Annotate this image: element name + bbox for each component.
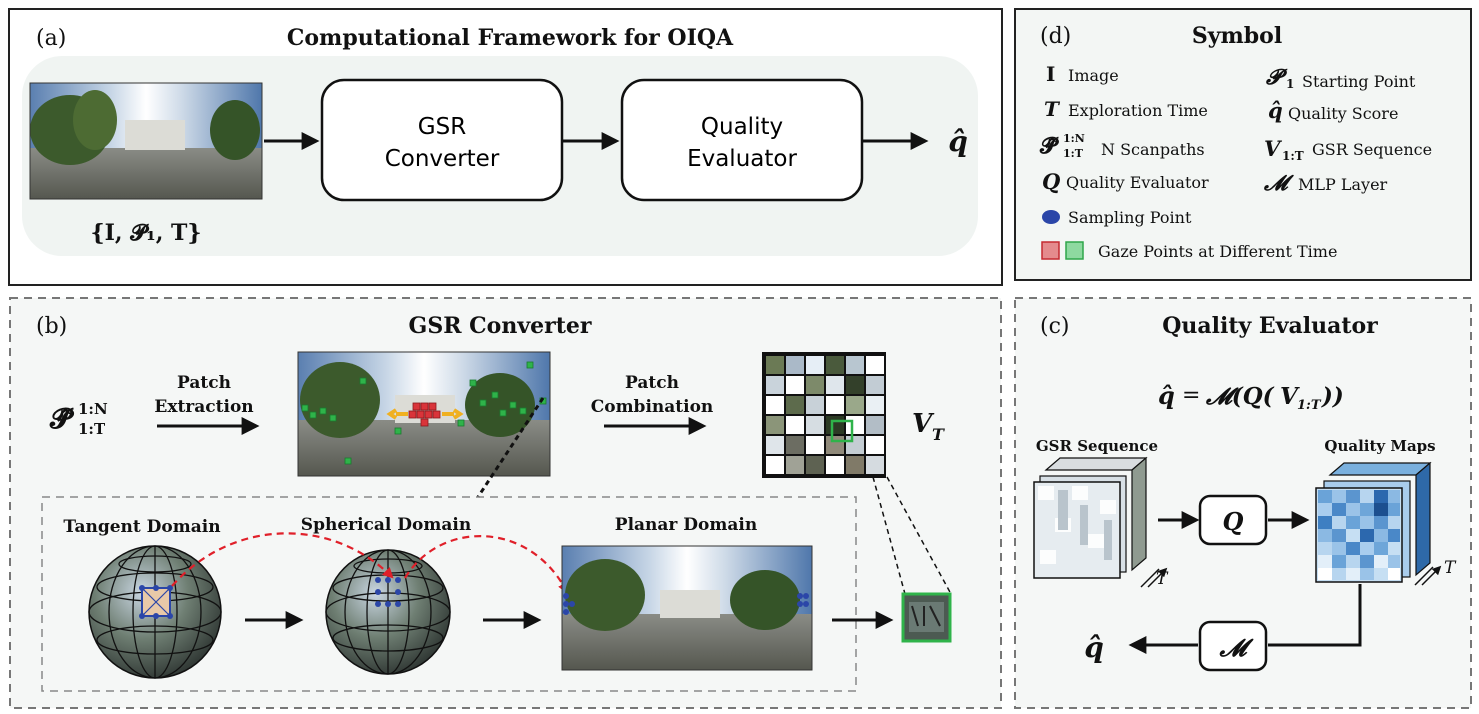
symbol-image: I xyxy=(1046,62,1055,86)
combined-patch-grid xyxy=(762,352,886,478)
symbol-exploration-time: T xyxy=(1044,97,1061,121)
panorama-with-gaze-points xyxy=(297,351,551,477)
panel-a-letter: (a) xyxy=(36,26,66,51)
symbol-scanpaths-text: N Scanpaths xyxy=(1101,140,1205,159)
formula-close: )) xyxy=(1321,383,1344,410)
gsr-converter-box xyxy=(320,78,564,202)
scanpaths-sub: 1:T xyxy=(78,420,106,438)
formula-equals: = xyxy=(1182,383,1200,408)
symbol-starting-point-text: Starting Point xyxy=(1302,72,1416,91)
quality-maps-time-axis: T xyxy=(1444,558,1457,578)
panel-d-frame xyxy=(1014,8,1472,281)
gaze-green-icon xyxy=(1065,241,1084,260)
connector-patch-zoom-left xyxy=(872,476,906,595)
symbol-image-text: Image xyxy=(1068,66,1119,85)
panel-b: (b) GSR Converter 𝓟̂ 1:N 1:T Patch Extra… xyxy=(9,297,1002,709)
vt-sub: T xyxy=(932,425,945,444)
symbol-sampling-point-text: Sampling Point xyxy=(1068,208,1192,227)
symbol-quality-evaluator-text: Quality Evaluator xyxy=(1066,173,1209,192)
gsr-converter-line2: Converter xyxy=(385,146,500,172)
quality-evaluator-op-box xyxy=(1198,494,1268,546)
symbol-scanpaths: 𝓟̂ xyxy=(1039,133,1059,159)
formula-v: V xyxy=(1280,383,1300,410)
patch-combination-line1: Patch xyxy=(625,373,679,393)
quality-evaluator-line1: Quality xyxy=(701,114,783,140)
scanpaths-sup: 1:N xyxy=(78,400,108,418)
quality-maps-stack xyxy=(1315,461,1442,586)
tangent-domain-sphere xyxy=(88,545,222,679)
planar-domain-label: Planar Domain xyxy=(615,515,757,535)
panel-d: (d) Symbol I Image T Exploration Time 𝓟̂… xyxy=(1014,8,1472,281)
symbol-gsr-sequence-text: GSR Sequence xyxy=(1312,140,1432,159)
sampling-point-icon xyxy=(1042,210,1060,224)
symbol-mlp-layer-text: MLP Layer xyxy=(1298,175,1388,194)
mapping-arc-tangent-to-spherical xyxy=(171,532,394,587)
quality-maps-label: Quality Maps xyxy=(1324,437,1435,455)
mapping-arc-spherical-to-planar xyxy=(404,535,569,594)
mlp-layer-op-box xyxy=(1198,620,1268,672)
panel-c-letter: (c) xyxy=(1040,314,1070,339)
domain-conversion-box xyxy=(41,496,857,692)
symbol-gaze-points-text: Gaze Points at Different Time xyxy=(1098,242,1337,261)
patch-extraction-line1: Patch xyxy=(177,373,231,393)
input-label: {I, 𝓟₁, T} xyxy=(90,220,201,246)
quality-evaluator-box xyxy=(620,78,864,202)
panel-c-title: Quality Evaluator xyxy=(1162,313,1378,339)
gaze-red-icon xyxy=(1041,241,1060,260)
gsr-sequence-time-axis: T xyxy=(1156,569,1169,589)
panel-c-output-q: q̂ xyxy=(1084,631,1104,664)
connector-panorama-to-domains xyxy=(476,397,545,498)
symbol-scanpaths-sup: 1:N xyxy=(1063,132,1085,145)
zoomed-patch xyxy=(901,592,952,643)
quality-evaluator-line2: Evaluator xyxy=(687,146,797,172)
symbol-scanpaths-sub: 1:T xyxy=(1063,147,1084,160)
gsr-sequence-label: GSR Sequence xyxy=(1036,437,1158,455)
tangent-domain-label: Tangent Domain xyxy=(63,517,220,537)
quality-evaluator-op: 𝑸 xyxy=(1223,507,1244,536)
patch-combination-line2: Combination xyxy=(591,397,714,417)
formula-q-hat: q̂ xyxy=(1158,381,1175,410)
symbol-gsr-sequence: V xyxy=(1264,136,1283,161)
panel-b-letter: (b) xyxy=(36,314,67,339)
input-panorama-image xyxy=(29,82,263,200)
symbol-quality-score-text: Quality Score xyxy=(1288,104,1398,123)
vt-label: V xyxy=(912,409,935,439)
symbol-exploration-time-text: Exploration Time xyxy=(1068,101,1208,120)
panel-d-letter: (d) xyxy=(1040,24,1071,49)
panel-b-title: GSR Converter xyxy=(409,313,592,339)
panel-d-title: Symbol xyxy=(1192,23,1282,49)
connector-patch-zoom-right xyxy=(886,476,952,595)
symbol-quality-evaluator: Q xyxy=(1042,169,1060,194)
formula-m-q: 𝓜(𝑸( xyxy=(1205,383,1275,410)
panel-c: (c) Quality Evaluator q̂ = 𝓜(𝑸( V 1:T ))… xyxy=(1014,297,1472,709)
spherical-domain-label: Spherical Domain xyxy=(301,515,471,535)
gsr-converter-line1: GSR xyxy=(418,114,466,140)
path-maps-down xyxy=(1268,584,1362,647)
panel-a-output-q: q̂ xyxy=(948,125,968,158)
planar-domain-image xyxy=(561,545,813,671)
symbol-starting-point-sub: 1 xyxy=(1286,77,1294,91)
formula-v-sub: 1:T xyxy=(1297,398,1322,413)
symbol-gsr-sequence-sub: 1:T xyxy=(1282,149,1304,163)
symbol-quality-score: q̂ xyxy=(1268,98,1283,123)
patch-extraction-line2: Extraction xyxy=(154,397,253,417)
panel-a-title: Computational Framework for OIQA xyxy=(287,25,734,51)
spherical-domain-sphere xyxy=(325,549,451,675)
panel-a: (a) Computational Framework for OIQA {I,… xyxy=(8,8,1003,286)
gsr-sequence-stack xyxy=(1033,456,1168,588)
